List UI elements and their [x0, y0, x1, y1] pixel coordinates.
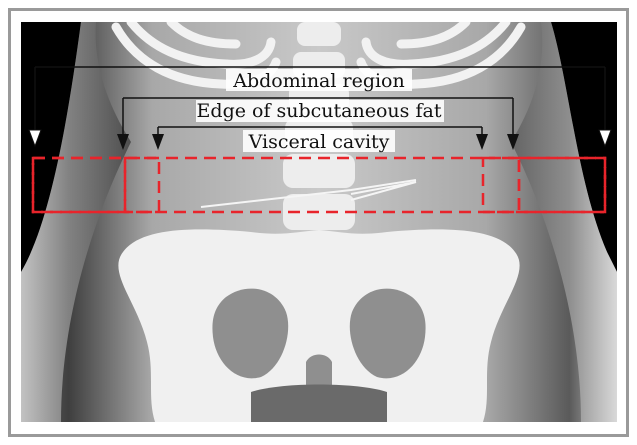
ct-illustration: Abdominal region Edge of subcutaneous fa…: [21, 22, 617, 422]
label-visceral-cavity: Visceral cavity: [248, 131, 390, 153]
label-abdominal-region: Abdominal region: [232, 70, 405, 92]
groin-shadow: [251, 385, 387, 423]
label-subcutaneous-fat: Edge of subcutaneous fat: [197, 100, 442, 122]
ct-scout-image: Abdominal region Edge of subcutaneous fa…: [21, 22, 617, 422]
